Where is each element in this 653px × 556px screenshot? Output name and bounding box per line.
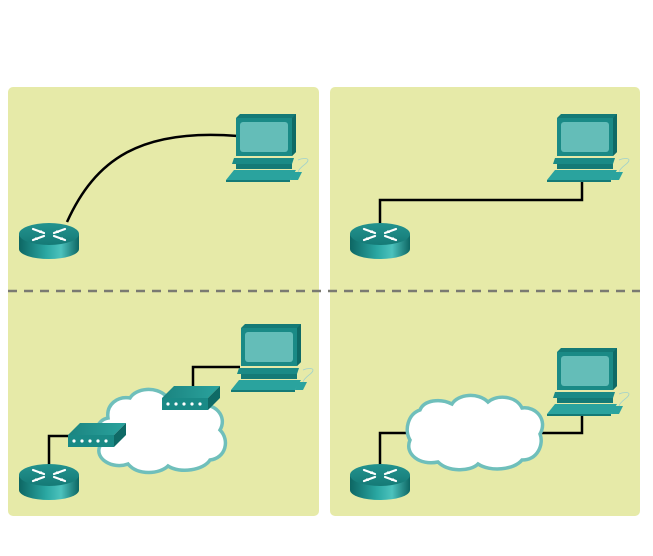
- cable-curved: [65, 133, 239, 223]
- pc-icon: [225, 113, 309, 183]
- cable-modem-pc: [191, 365, 240, 388]
- cloud-icon: [405, 393, 545, 472]
- router-icon: [348, 221, 412, 261]
- scenario-top-left: [17, 113, 309, 261]
- pc-icon: [230, 323, 314, 393]
- cable-router-cloud: [378, 431, 412, 465]
- router-icon: [17, 221, 81, 261]
- modem-icon: [68, 423, 126, 447]
- router-icon: [17, 462, 81, 502]
- scenario-bottom-right: [348, 347, 630, 502]
- pc-icon: [546, 113, 630, 183]
- scenario-bottom-left: [17, 323, 314, 502]
- pc-icon: [546, 347, 630, 417]
- cable-router-modem: [47, 434, 70, 465]
- cloud-icon: [94, 387, 228, 475]
- scenario-top-right: [348, 113, 630, 261]
- cable-cloud-pc: [542, 415, 584, 435]
- cable-straight: [378, 182, 584, 225]
- router-icon: [348, 462, 412, 502]
- modem-icon: [162, 386, 220, 410]
